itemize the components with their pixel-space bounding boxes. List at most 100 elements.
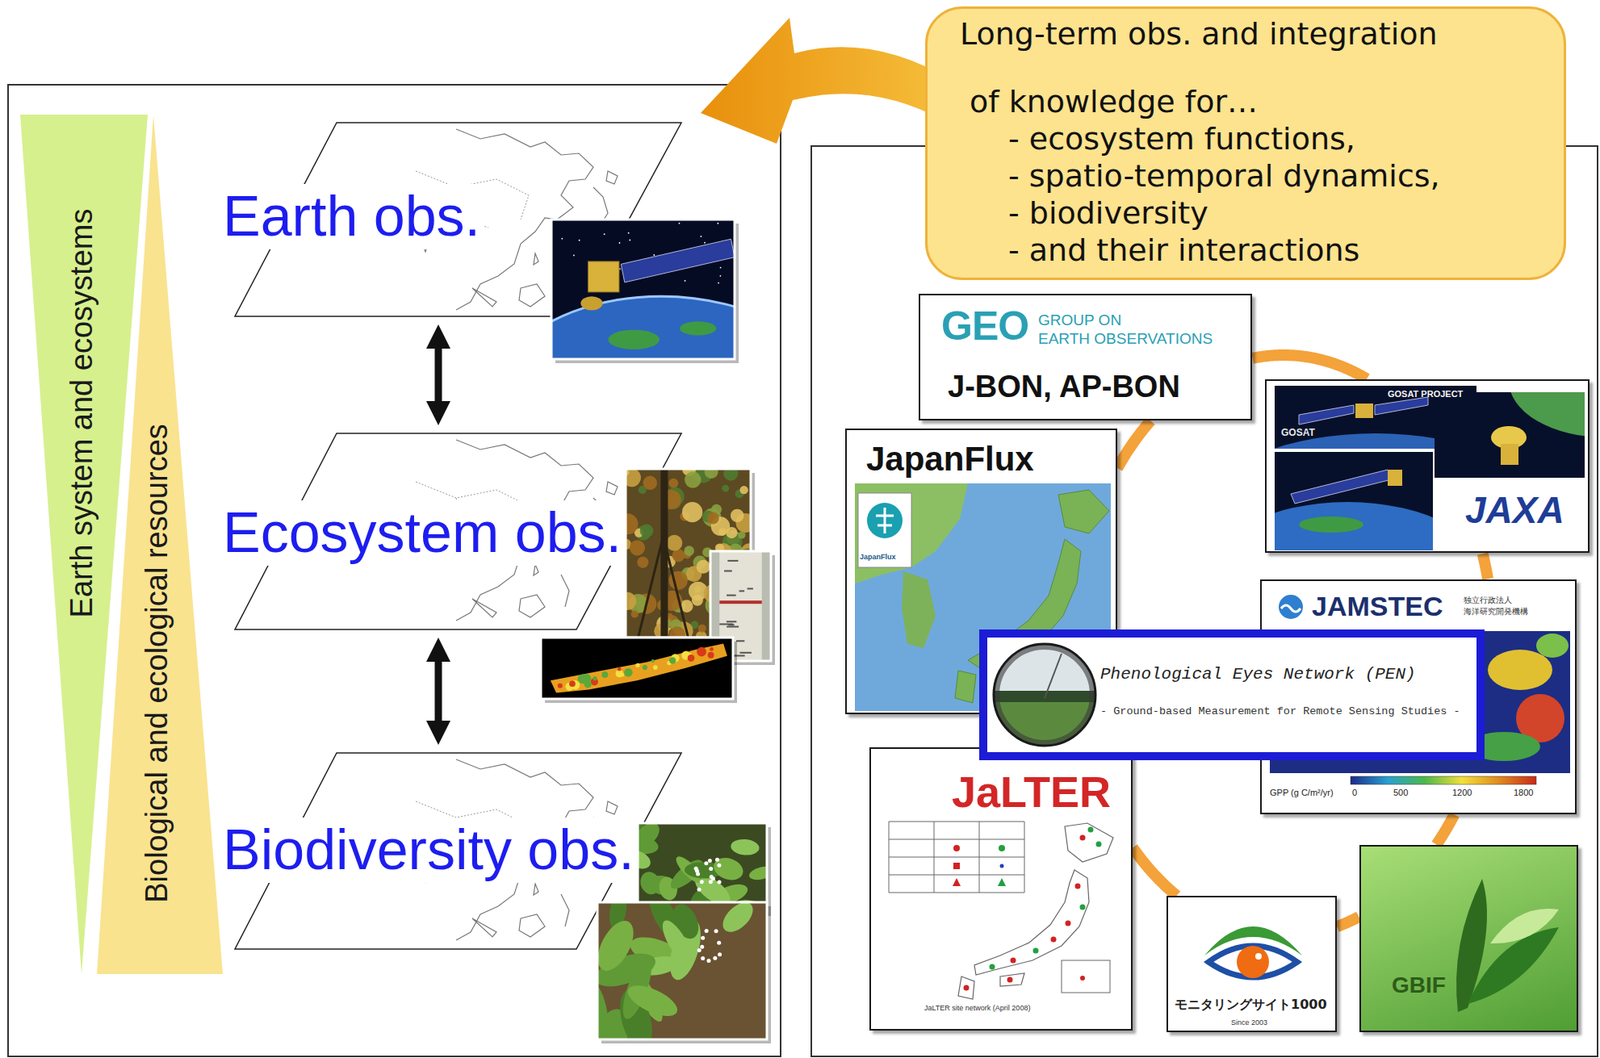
island (954, 670, 976, 704)
star (628, 232, 630, 235)
coastline (561, 894, 570, 927)
site-dot (1033, 948, 1039, 955)
star (578, 239, 581, 242)
text-slot: JapanFlux (859, 552, 897, 562)
logo-eye (1208, 946, 1298, 978)
site-dot (963, 985, 970, 992)
flower (707, 858, 713, 863)
band-tag (719, 600, 763, 604)
node-art (1168, 897, 1339, 1035)
program-box: JaLTERJaLTER site network (April 2008) (869, 747, 1133, 1031)
flower (712, 956, 717, 961)
text-slot: - Ground-based Measurement for Remote Se… (1100, 705, 1461, 719)
text-slot: GPP (g C/m²/yr) (1269, 787, 1334, 799)
inset-frame (1061, 960, 1110, 993)
bark-mark (740, 652, 752, 654)
tick-label: 500 (1393, 787, 1408, 799)
lens-rim (993, 644, 1096, 746)
foliage (631, 610, 639, 618)
coastline (533, 883, 539, 896)
logo-highlight (1255, 953, 1262, 960)
text-slot: - and their interactions (1008, 233, 1360, 269)
logo-text: GBIF (1391, 972, 1446, 999)
program-box: モニタリングサイト1000Since 2003 (1166, 896, 1337, 1033)
coastline (533, 253, 539, 265)
coastline (472, 288, 497, 307)
flower (695, 871, 700, 876)
coastline (472, 598, 497, 618)
flower (716, 941, 721, 946)
text-slot: GOSAT (1281, 427, 1316, 440)
antenna (580, 296, 603, 310)
text-slot: 海洋研究開発機構 (1463, 607, 1529, 617)
text-slot: Biodiversity obs. (219, 817, 638, 884)
text-slot: 1800 (1513, 787, 1533, 799)
flower (700, 936, 705, 941)
program-box: GOSAT PROJECTGOSATJAXA (1264, 379, 1590, 553)
org-name: 独立行政法人 (1463, 595, 1513, 606)
earth (1274, 502, 1433, 551)
coastline (472, 918, 497, 938)
foliage (696, 560, 711, 574)
flower (706, 959, 711, 964)
leaf (657, 917, 697, 968)
logo-text: GOSAT (1281, 427, 1316, 440)
coastline (519, 284, 545, 307)
map-patch (709, 647, 714, 652)
tower-leg (663, 536, 689, 638)
site-dot (1080, 904, 1086, 911)
tick-label: 1800 (1513, 787, 1533, 799)
program-subtitle: - Ground-based Measurement for Remote Se… (1100, 705, 1461, 719)
probe-image (1434, 392, 1585, 478)
land-gpp (1487, 649, 1553, 691)
coastline (606, 801, 618, 815)
foliage (625, 592, 637, 611)
map-patch (669, 657, 676, 664)
highlight-box: Phenological Eyes Network (PEN)- Ground-… (979, 629, 1485, 761)
logo-tile (858, 493, 912, 568)
program-name: JAMSTEC (1311, 590, 1443, 623)
text-slot: JapanFlux (866, 439, 1035, 479)
flower (714, 929, 719, 934)
foliage (707, 511, 720, 524)
fisheye-photo (987, 637, 1102, 753)
logo-text: JAXA (1465, 489, 1565, 532)
foliage (669, 626, 686, 638)
site-symbol (952, 878, 961, 887)
star (684, 280, 687, 282)
map-patch (651, 659, 655, 663)
foliage (625, 513, 639, 535)
site-dot (1080, 835, 1086, 842)
ring-link (1436, 814, 1454, 845)
text-slot: - spatio-temporal dynamics, (1008, 159, 1441, 195)
photo-frame (540, 637, 733, 700)
callout-arrow (700, 17, 953, 144)
satellite-image (1274, 452, 1433, 551)
japan-outline (1000, 973, 1025, 987)
land (1298, 516, 1364, 533)
foliage (671, 548, 685, 562)
coastline (606, 171, 618, 185)
logo-subtitle: EARTH OBSERVATIONS (1038, 330, 1213, 348)
leaf (597, 915, 641, 977)
table-rule (888, 875, 1025, 876)
coastline (519, 914, 545, 938)
site-dot (1096, 841, 1102, 848)
flower (700, 956, 705, 961)
layer-title: Biodiversity obs. (219, 817, 638, 884)
star (628, 239, 631, 242)
satellite-body (587, 261, 620, 293)
foliage (691, 594, 704, 607)
flower (703, 861, 708, 866)
logo-mark (867, 502, 903, 539)
cmap-photo (540, 637, 733, 700)
program-box: GBIF (1359, 845, 1579, 1033)
text-slot: 独立行政法人 (1463, 595, 1513, 606)
text-slot: GBIF (1391, 972, 1446, 999)
text-slot: - biodiversity (1008, 196, 1209, 232)
text-slot: JAMSTEC (1311, 590, 1443, 623)
table-rule (888, 892, 1025, 894)
peninsula (901, 571, 936, 649)
observation-layer: Ecosystem obs. (213, 433, 682, 630)
site-dot (1007, 977, 1014, 984)
